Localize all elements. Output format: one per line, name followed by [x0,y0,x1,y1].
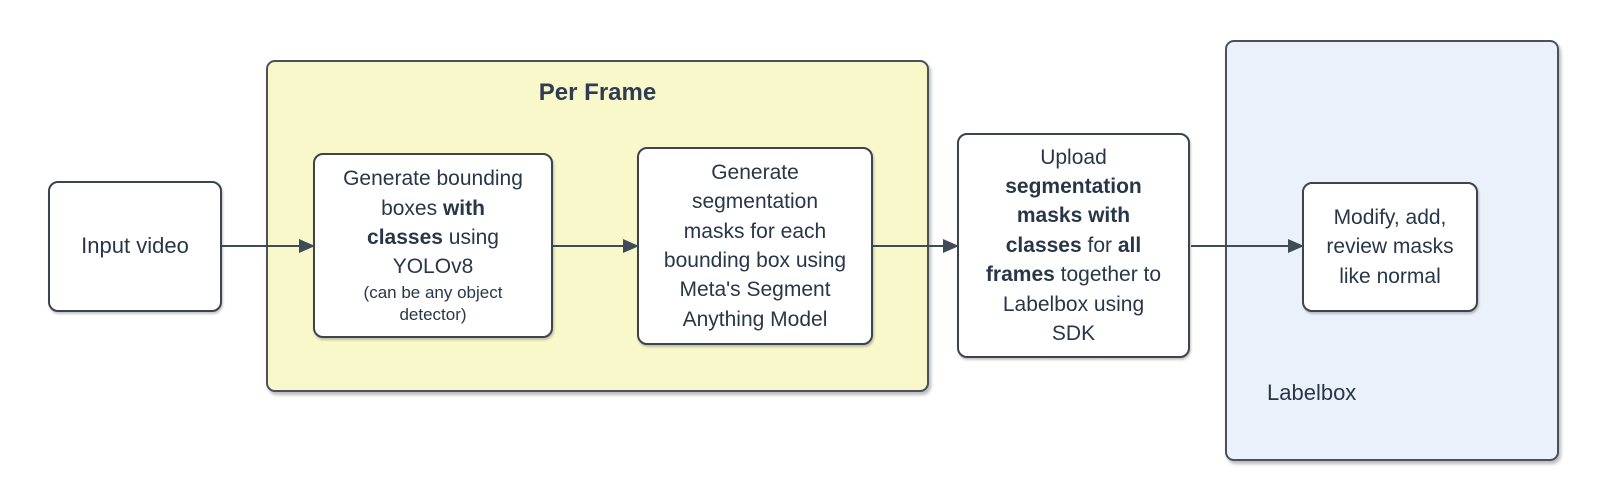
arrow-bboxes-to-masks-icon [553,245,637,247]
arrow-masks-to-upload-icon [873,245,957,247]
arrow-input-to-bboxes-icon [222,245,313,247]
node-input-video: Input video [48,181,222,312]
arrow-upload-to-modify-icon [1191,245,1302,247]
per-frame-group-title: Per Frame [538,79,657,106]
labelbox-group-label: Labelbox [1267,380,1357,405]
node-input-video-label: Input video [81,233,189,259]
